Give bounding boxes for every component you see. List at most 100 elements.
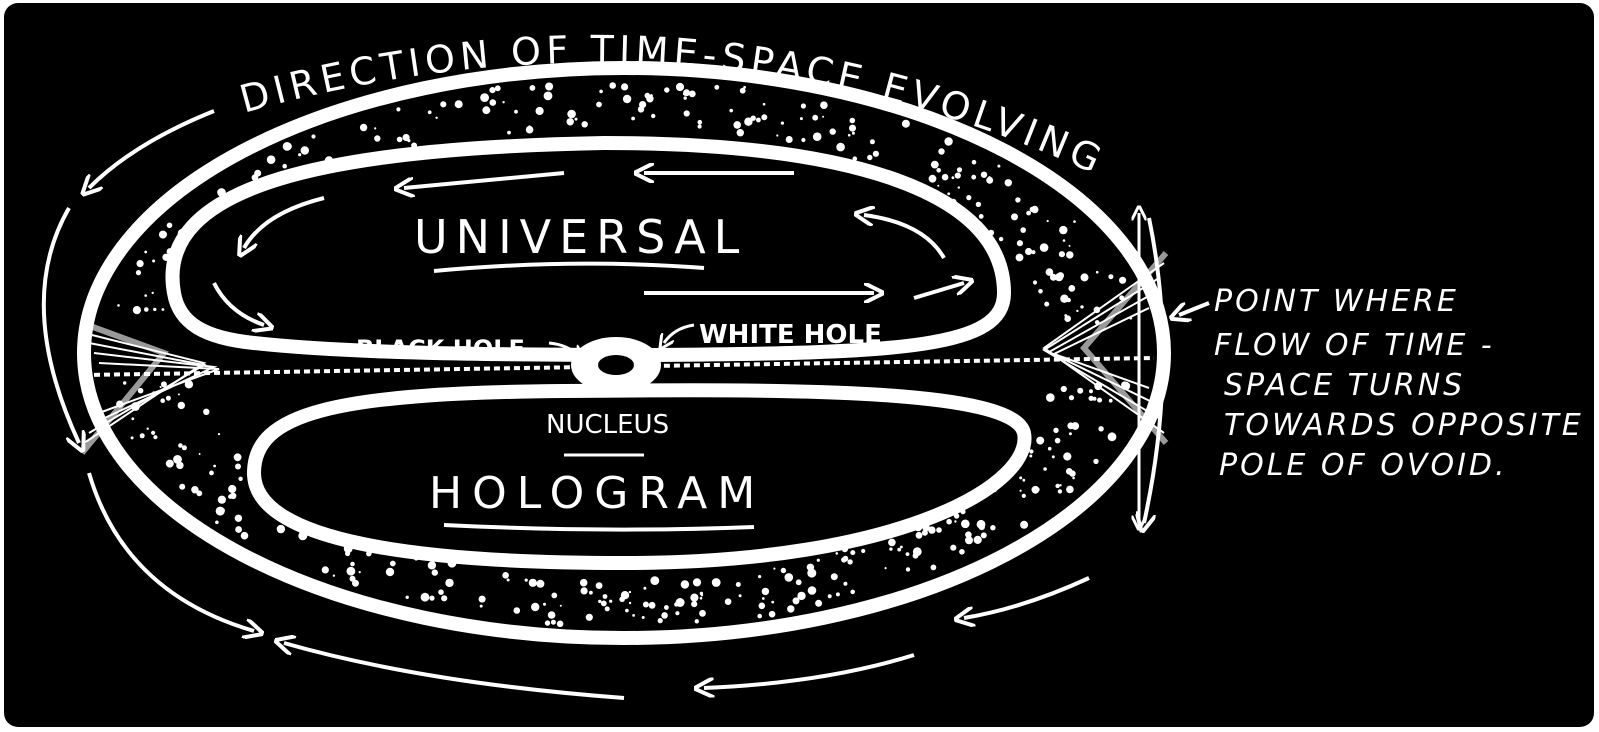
speckle-dot: [974, 536, 982, 544]
speckle-dot: [1015, 197, 1020, 202]
speckle-dot: [529, 579, 537, 587]
speckle-dot: [1119, 277, 1126, 284]
speckle-dot: [645, 93, 651, 99]
universal-label: UNIVERSAL: [414, 210, 747, 264]
speckle-dot: [1069, 395, 1074, 400]
speckle-dot: [817, 559, 820, 562]
speckle-dot: [929, 175, 937, 183]
speckle-dot: [683, 92, 687, 96]
speckle-dot: [739, 594, 742, 597]
speckle-dot: [536, 580, 544, 588]
speckle-dot: [931, 161, 939, 169]
speckle-dot: [664, 87, 669, 92]
speckle-dot: [965, 531, 972, 538]
speckle-dot: [530, 85, 536, 91]
speckle-dot: [1026, 211, 1031, 216]
speckle-dot: [888, 539, 896, 547]
speckle-dot: [345, 551, 350, 556]
speckle-dot: [916, 532, 923, 539]
speckle-dot: [761, 114, 767, 120]
speckle-dot: [861, 549, 865, 553]
speckle-dot: [812, 115, 818, 121]
speckle-dot: [691, 601, 697, 607]
speckle-dot: [776, 134, 778, 136]
speckle-dot: [567, 118, 574, 125]
speckle-dot: [406, 596, 409, 599]
speckle-dot: [441, 595, 447, 601]
speckle-dot: [959, 549, 965, 555]
speckle-dot: [1035, 487, 1039, 491]
speckle-dot: [850, 118, 856, 124]
speckle-dot: [428, 561, 436, 569]
speckle-dot: [234, 453, 242, 461]
speckle-dot: [445, 579, 453, 587]
speckle-dot: [350, 562, 355, 567]
speckle-dot: [952, 176, 955, 179]
speckle-dot: [1064, 315, 1071, 322]
speckle-dot: [684, 110, 690, 116]
speckle-dot: [712, 578, 721, 587]
speckle-dot: [848, 134, 851, 137]
speckle-dot: [729, 109, 733, 113]
speckle-dot: [643, 602, 649, 608]
speckle-dot: [689, 91, 696, 98]
nucleus-core: [598, 355, 634, 375]
speckle-dot: [167, 223, 173, 229]
speckle-dot: [961, 520, 970, 529]
speckle-dot: [690, 594, 698, 602]
speckle-dot: [736, 582, 741, 587]
speckle-dot: [347, 567, 356, 576]
speckle-dot: [897, 548, 901, 552]
speckle-dot: [1089, 389, 1093, 393]
speckle-dot: [301, 146, 309, 154]
speckle-dot: [936, 527, 942, 533]
speckle-dot: [936, 168, 941, 173]
speckle-dot: [913, 547, 922, 556]
speckle-dot: [954, 520, 956, 522]
pole-note: POINT WHERE FLOW OF TIME - SPACE TURNS T…: [1214, 284, 1584, 483]
speckle-dot: [997, 165, 1000, 168]
speckle-dot: [937, 185, 939, 187]
speckle-dot: [979, 524, 985, 530]
speckle-dot: [843, 556, 849, 562]
speckle-dot: [990, 525, 995, 530]
speckle-dot: [196, 490, 202, 496]
speckle-dot: [221, 508, 225, 512]
hologram-label: HOLOGRAM: [429, 468, 765, 519]
speckle-dot: [870, 139, 875, 144]
speckle-dot: [801, 103, 806, 108]
speckle-dot: [1038, 289, 1043, 294]
speckle-dot: [203, 409, 209, 415]
speckle-dot: [651, 114, 655, 118]
speckle-dot: [403, 134, 410, 141]
speckle-dot: [1025, 248, 1032, 255]
speckle-dot: [769, 611, 776, 618]
speckle-dot: [386, 568, 394, 576]
speckle-dot: [560, 605, 562, 607]
speckle-dot: [625, 609, 629, 613]
speckle-dot: [605, 606, 610, 611]
speckle-dot: [981, 172, 987, 178]
speckle-dot: [981, 532, 987, 538]
speckle-dot: [151, 431, 155, 435]
speckle-dot: [531, 603, 539, 611]
note-pointer-arrow: [1179, 303, 1209, 315]
speckle-dot: [946, 519, 952, 525]
speckle-dot: [544, 92, 553, 101]
speckle-dot: [976, 202, 981, 207]
speckle-dot: [502, 572, 509, 579]
speckle-dot: [582, 121, 588, 127]
speckle-dot: [650, 576, 659, 585]
speckle-dot: [435, 117, 437, 119]
speckle-dot: [117, 304, 120, 307]
speckle-dot: [390, 561, 396, 567]
speckle-dot: [609, 600, 612, 603]
speckle-dot: [322, 566, 329, 573]
speckle-dot: [176, 462, 183, 469]
speckle-dot: [815, 600, 822, 607]
speckle-dot: [428, 110, 432, 114]
speckle-dot: [282, 164, 287, 169]
speckle-dot: [1057, 272, 1064, 279]
speckle-dot: [902, 120, 910, 128]
speckle-dot: [152, 292, 154, 294]
